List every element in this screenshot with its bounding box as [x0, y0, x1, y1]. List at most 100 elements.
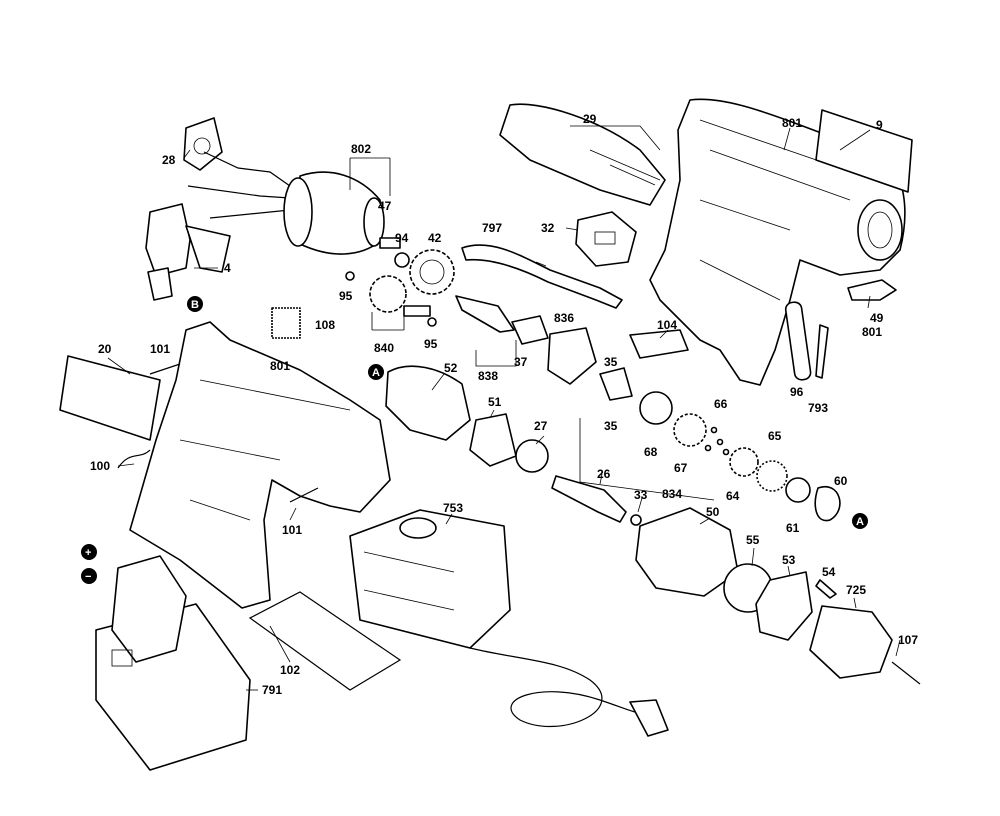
screw-54 — [815, 579, 837, 599]
label-95a: 95 — [339, 289, 353, 303]
label-27: 27 — [534, 419, 548, 433]
plate-104 — [629, 329, 689, 359]
belt-clip-797 — [461, 244, 623, 309]
label-95b: 95 — [424, 337, 438, 351]
bearing-67 — [673, 413, 707, 447]
bearing-27 — [515, 439, 549, 473]
label-94: 94 — [395, 231, 409, 245]
label-37: 37 — [514, 355, 528, 369]
callout-badge-a1 — [368, 364, 384, 380]
label-32: 32 — [541, 221, 555, 235]
callout-badge-b — [187, 296, 203, 312]
catch-49 — [847, 279, 897, 301]
label-102: 102 — [280, 663, 300, 677]
label-801c: 801 — [270, 359, 290, 373]
gear-840 — [369, 275, 431, 317]
bearing-68 — [639, 391, 673, 425]
label-55: 55 — [746, 533, 760, 547]
screw-101a — [149, 363, 181, 375]
label-plus: + — [85, 547, 91, 559]
spindle-26 — [551, 475, 627, 523]
label-725: 725 — [846, 583, 866, 597]
label-20 — [59, 355, 161, 441]
label-49: 49 — [870, 311, 884, 325]
screw-101b — [289, 487, 319, 503]
callout-badge-a2 — [852, 513, 868, 529]
planet-carrier-51 — [469, 413, 517, 467]
label-67: 67 — [674, 461, 688, 475]
label-834: 834 — [662, 487, 682, 501]
pin-793 — [815, 324, 829, 379]
clutch-64 — [729, 447, 759, 477]
label-33: 33 — [634, 488, 648, 502]
ring-61 — [785, 477, 811, 503]
label-35a: 35 — [604, 355, 618, 369]
shaft-838 — [455, 295, 515, 333]
terminal-28 — [183, 117, 223, 171]
bearing-94 — [394, 252, 410, 268]
label-64: 64 — [726, 489, 740, 503]
label-107: 107 — [898, 633, 918, 647]
label-801b: 801 — [862, 325, 882, 339]
battery-791 — [95, 555, 251, 771]
flange-53 — [755, 571, 813, 641]
charger-753 — [349, 509, 511, 649]
label-4: 4 — [224, 261, 231, 275]
rail-96 — [784, 301, 812, 381]
balls-66 — [704, 426, 730, 456]
switch-32 — [575, 211, 637, 267]
label-60: 60 — [834, 474, 848, 488]
label-26: 26 — [597, 467, 611, 481]
label-35b: 35 — [604, 419, 618, 433]
ring-65 — [756, 460, 788, 492]
label-101b: 101 — [282, 523, 302, 537]
label-100: 100 — [90, 459, 110, 473]
callout-badge-plus — [81, 544, 97, 560]
leader-lines — [107, 125, 901, 691]
label-840: 840 — [374, 341, 394, 355]
label-51: 51 — [488, 395, 502, 409]
label-29: 29 — [583, 112, 597, 126]
label-minus: − — [85, 571, 91, 583]
label-108: 108 — [315, 318, 335, 332]
cover-29 — [499, 103, 666, 206]
label-68: 68 — [644, 445, 658, 459]
screw-107 — [891, 661, 921, 685]
brush-108 — [271, 307, 301, 339]
gear-42 — [409, 249, 455, 295]
cover-836 — [547, 327, 597, 385]
housing-lower — [129, 321, 391, 609]
wire-loop-102 — [248, 591, 402, 691]
label-96: 96 — [790, 385, 804, 399]
washer-95b — [427, 317, 437, 327]
label-54: 54 — [822, 565, 836, 579]
wires-802 — [187, 151, 291, 219]
label-65: 65 — [768, 429, 782, 443]
label-66: 66 — [714, 397, 728, 411]
label-801a: 801 — [782, 116, 802, 130]
gear-housing-52 — [385, 365, 471, 441]
label-793: 793 — [808, 401, 828, 415]
plug — [629, 699, 669, 737]
label-20: 20 — [98, 342, 112, 356]
label-101a: 101 — [150, 342, 170, 356]
label-a2: A — [856, 516, 864, 528]
label-61: 61 — [786, 521, 800, 535]
label-42: 42 — [428, 231, 442, 245]
label-9: 9 — [876, 118, 883, 132]
callout-badge-minus — [81, 568, 97, 584]
label-791: 791 — [262, 683, 282, 697]
cable-100 — [117, 449, 151, 469]
label-plate-9 — [815, 109, 913, 193]
spring-60 — [814, 485, 841, 522]
chuck-725 — [809, 605, 893, 679]
cord — [469, 647, 661, 728]
label-836: 836 — [554, 311, 574, 325]
label-47: 47 — [378, 199, 392, 213]
washer-95a — [345, 271, 355, 281]
label-53: 53 — [782, 553, 796, 567]
housing-upper — [649, 98, 906, 386]
label-52: 52 — [444, 361, 458, 375]
